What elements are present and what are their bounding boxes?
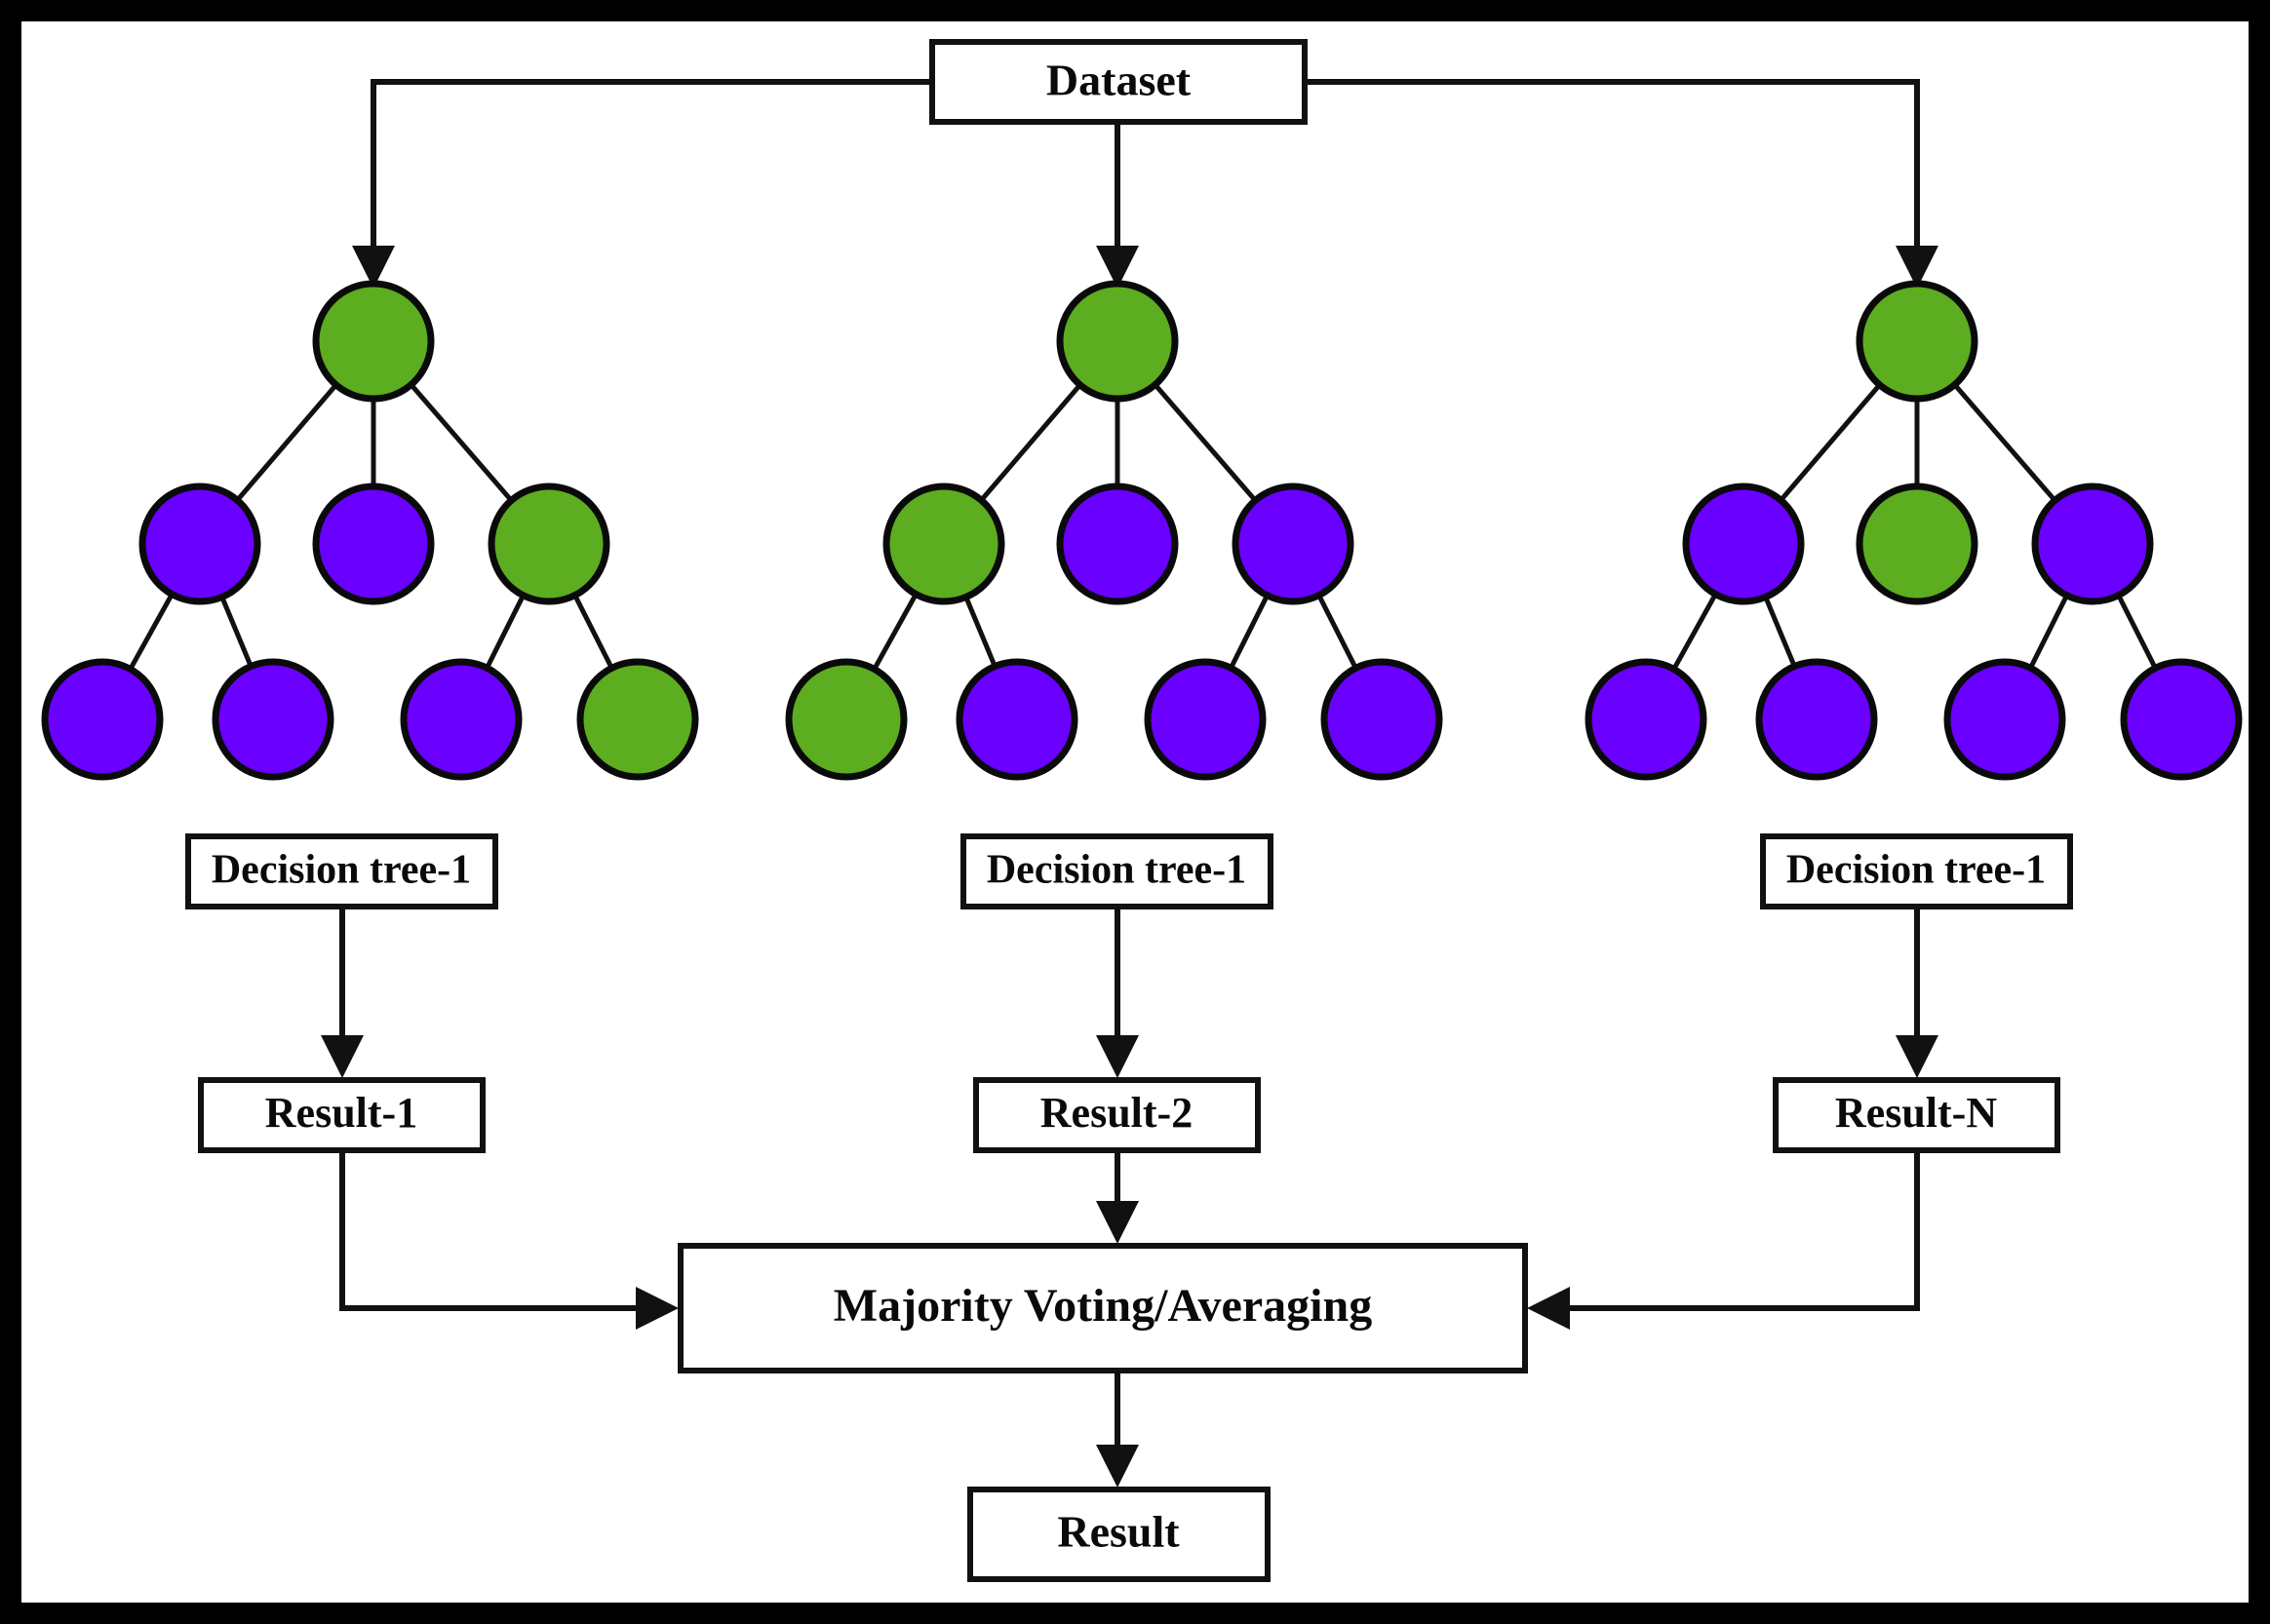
decision-tree-2	[785, 280, 1443, 781]
result-1-label: Result-1	[265, 1089, 417, 1137]
arrowhead-final-result	[1096, 1445, 1139, 1488]
tree-edge	[1229, 594, 1270, 670]
tree-node-level2-0-purple[interactable]	[138, 483, 261, 605]
tree-node-level3-3-green[interactable]	[576, 658, 699, 781]
tree-edge	[963, 596, 998, 668]
decision-tree-2-box-rect[interactable]	[960, 833, 1273, 909]
tree-node-root-green[interactable]	[312, 280, 435, 403]
tree-edge	[1671, 593, 1718, 671]
decision-tree-3-label: Decision tree-1	[1786, 848, 2046, 893]
tree-edge	[2028, 594, 2069, 670]
decision-tree-1-box[interactable]: Decision tree-1	[185, 833, 498, 909]
connector-resultn-to-vote	[1554, 1150, 1920, 1311]
tree-edge	[1763, 596, 1797, 668]
tree-edge	[235, 383, 338, 502]
tree-node-level2-0-green[interactable]	[882, 483, 1005, 605]
decision-tree-1-edges	[128, 382, 614, 671]
arrowhead-tree3-root	[1896, 246, 1938, 289]
decision-tree-2-label: Decision tree-1	[987, 848, 1246, 893]
arrowhead-result2	[1096, 1035, 1139, 1078]
tree-node-level2-1-purple[interactable]	[1056, 483, 1179, 605]
tree-edge	[572, 594, 614, 670]
tree-node-level3-1-purple[interactable]	[956, 658, 1078, 781]
tree-edge	[2116, 594, 2158, 670]
decision-tree-2-edges	[872, 382, 1358, 671]
final-result-label: Result	[1057, 1507, 1180, 1557]
tree-node-level3-1-purple[interactable]	[1755, 658, 1878, 781]
result-2-box-rect[interactable]	[973, 1077, 1261, 1153]
decision-tree-1-box-rect[interactable]	[185, 833, 498, 909]
arrowhead-result1	[321, 1035, 364, 1078]
dataset-box-rect[interactable]	[929, 39, 1308, 125]
tree-node-level3-2-purple[interactable]	[1943, 658, 2066, 781]
connector-layer	[321, 79, 1938, 1488]
tree-node-level3-0-purple[interactable]	[1585, 658, 1707, 781]
majority-voting-box[interactable]: Majority Voting/Averaging	[678, 1243, 1528, 1373]
result-1-box[interactable]: Result-1	[198, 1077, 486, 1153]
majority-voting-label: Majority Voting/Averaging	[834, 1280, 1372, 1332]
dataset-box[interactable]: Dataset	[929, 39, 1308, 125]
tree-edge	[1316, 594, 1358, 670]
result-2-label: Result-2	[1040, 1089, 1193, 1137]
result-2-box[interactable]: Result-2	[973, 1077, 1261, 1153]
result-n-box-rect[interactable]	[1773, 1077, 2060, 1153]
decision-tree-3-box[interactable]: Decision tree-1	[1760, 833, 2073, 909]
tree-node-level3-2-purple[interactable]	[1144, 658, 1267, 781]
tree-edge	[1952, 382, 2057, 503]
tree-edge	[128, 593, 175, 671]
tree-edge	[979, 383, 1082, 502]
dataset-label: Dataset	[1046, 56, 1192, 105]
result-n-label: Result-N	[1835, 1089, 1997, 1137]
decision-tree-3-edges	[1671, 382, 2158, 671]
tree-node-root-green[interactable]	[1856, 280, 1978, 403]
connector-dataset-to-tree1	[371, 79, 932, 261]
tree-edge	[872, 593, 919, 671]
arrowhead-vote-top	[1096, 1201, 1139, 1244]
arrowhead-tree1-root	[352, 246, 395, 289]
tree-edge	[1779, 383, 1882, 502]
tree-node-level3-2-purple[interactable]	[400, 658, 523, 781]
tree-node-level2-1-purple[interactable]	[312, 483, 435, 605]
majority-voting-box-rect[interactable]	[678, 1243, 1528, 1373]
arrowhead-vote-left	[636, 1287, 679, 1330]
arrowhead-tree2-root	[1096, 246, 1139, 289]
connector-result1-to-vote	[339, 1150, 651, 1311]
result-1-box-rect[interactable]	[198, 1077, 486, 1153]
connector-dataset-to-tree3	[1305, 79, 1920, 261]
tree-node-level3-3-purple[interactable]	[2120, 658, 2243, 781]
decision-tree-3-box-rect[interactable]	[1760, 833, 2073, 909]
tree-edge	[485, 594, 526, 670]
decision-tree-1	[41, 280, 699, 781]
tree-node-level3-0-green[interactable]	[785, 658, 908, 781]
tree-edge	[1153, 382, 1258, 503]
tree-node-level2-0-purple[interactable]	[1682, 483, 1805, 605]
tree-node-level2-1-green[interactable]	[1856, 483, 1978, 605]
trees-layer	[41, 280, 2243, 781]
tree-node-level2-2-purple[interactable]	[2031, 483, 2154, 605]
tree-node-level3-0-purple[interactable]	[41, 658, 164, 781]
tree-node-root-green[interactable]	[1056, 280, 1179, 403]
arrowhead-vote-right	[1527, 1287, 1570, 1330]
final-result-box-rect[interactable]	[967, 1487, 1271, 1582]
final-result-box[interactable]: Result	[967, 1487, 1271, 1582]
decision-tree-1-label: Decision tree-1	[212, 848, 471, 893]
arrowhead-resultn	[1896, 1035, 1938, 1078]
tree-node-level3-3-purple[interactable]	[1320, 658, 1443, 781]
tree-node-level3-1-purple[interactable]	[212, 658, 334, 781]
decision-tree-3	[1585, 280, 2243, 781]
tree-node-level2-2-purple[interactable]	[1232, 483, 1354, 605]
tree-node-level2-2-green[interactable]	[488, 483, 610, 605]
result-n-box[interactable]: Result-N	[1773, 1077, 2060, 1153]
tree-edge	[219, 596, 254, 668]
decision-tree-2-box[interactable]: Decision tree-1	[960, 833, 1273, 909]
tree-edge	[409, 382, 514, 503]
